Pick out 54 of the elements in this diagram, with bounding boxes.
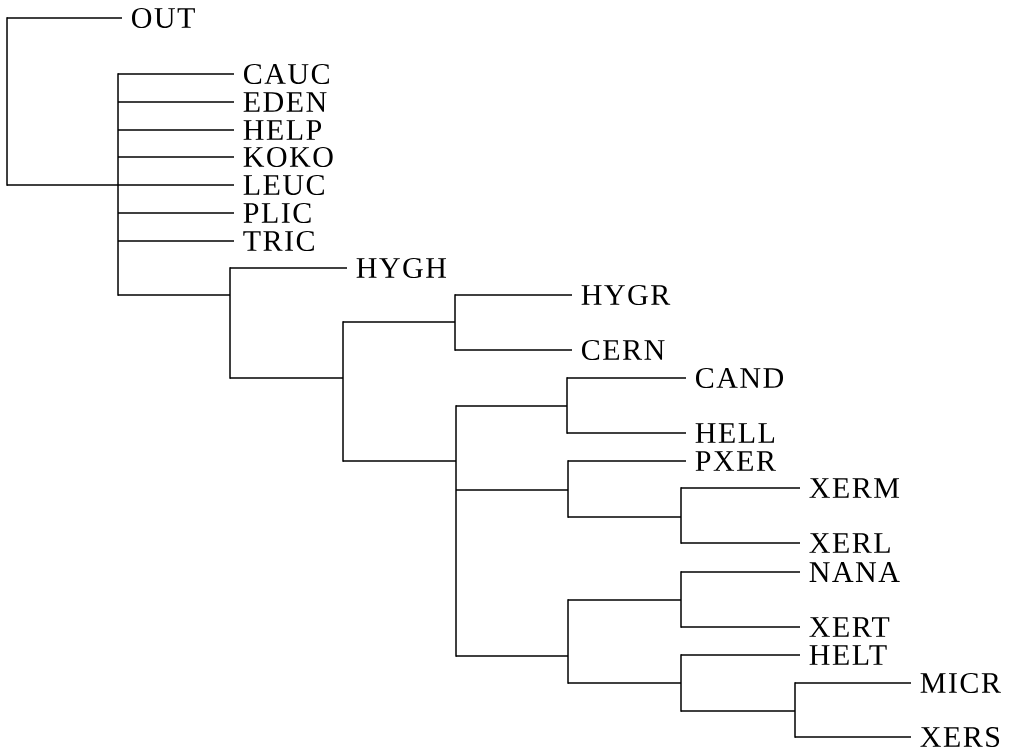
- taxon-label: TRIC: [243, 230, 314, 252]
- branch-line: [454, 349, 573, 351]
- branch-line: [680, 487, 801, 489]
- branch-line: [229, 377, 344, 379]
- taxon-label: XERL: [809, 533, 890, 553]
- branch-line: [567, 460, 687, 462]
- taxon-label: LEUC: [243, 174, 324, 196]
- taxon-label: CAUC: [244, 63, 329, 85]
- taxon-label: XERS: [920, 726, 1000, 748]
- branch-line: [117, 129, 235, 131]
- branch-line: [117, 240, 235, 242]
- branch-line: [455, 405, 568, 407]
- taxon-label: HELT: [809, 645, 887, 665]
- taxon-label: PLIC: [243, 202, 311, 224]
- branch-line: [455, 489, 569, 491]
- taxon-label: XERT: [809, 617, 890, 637]
- taxon-label: OUT: [132, 7, 195, 29]
- branch-line: [680, 571, 801, 573]
- branch-line: [567, 516, 682, 518]
- branch-line: [117, 156, 235, 158]
- taxon-label: XERM: [809, 478, 900, 498]
- branch-line: [680, 710, 796, 712]
- branch-line: [455, 655, 569, 657]
- taxon-label: NANA: [809, 562, 900, 582]
- taxon-label: HELL: [695, 423, 775, 443]
- branch-line: [6, 17, 123, 19]
- branch-line: [342, 321, 456, 323]
- taxon-label: KOKO: [243, 146, 333, 168]
- taxon-label: HYGH: [356, 257, 446, 279]
- taxon-label: HELP: [243, 120, 322, 140]
- branch-line: [454, 294, 573, 296]
- branch-line: [342, 460, 457, 462]
- taxon-label: MICR: [920, 672, 1001, 694]
- taxon-label: CERN: [582, 339, 665, 361]
- taxon-label: CAND: [696, 367, 784, 389]
- taxon-label: HYGR: [581, 284, 671, 306]
- branch-line: [567, 682, 682, 684]
- branch-line: [567, 599, 682, 601]
- branch-line: [566, 432, 687, 434]
- branch-line: [794, 736, 912, 738]
- branch-line: [680, 654, 801, 656]
- branch-line: [566, 377, 687, 379]
- branch-line: [117, 212, 235, 214]
- taxon-label: EDEN: [243, 92, 327, 112]
- taxon-label: PXER: [695, 451, 776, 471]
- branch-line: [229, 267, 348, 269]
- branch-line: [6, 184, 119, 186]
- branch-line: [117, 294, 231, 296]
- branch-line: [117, 101, 235, 103]
- branch-line: [117, 73, 235, 75]
- branch-line: [117, 184, 235, 186]
- branch-line: [680, 626, 801, 628]
- branch-line: [680, 542, 801, 544]
- branch-line: [794, 682, 912, 684]
